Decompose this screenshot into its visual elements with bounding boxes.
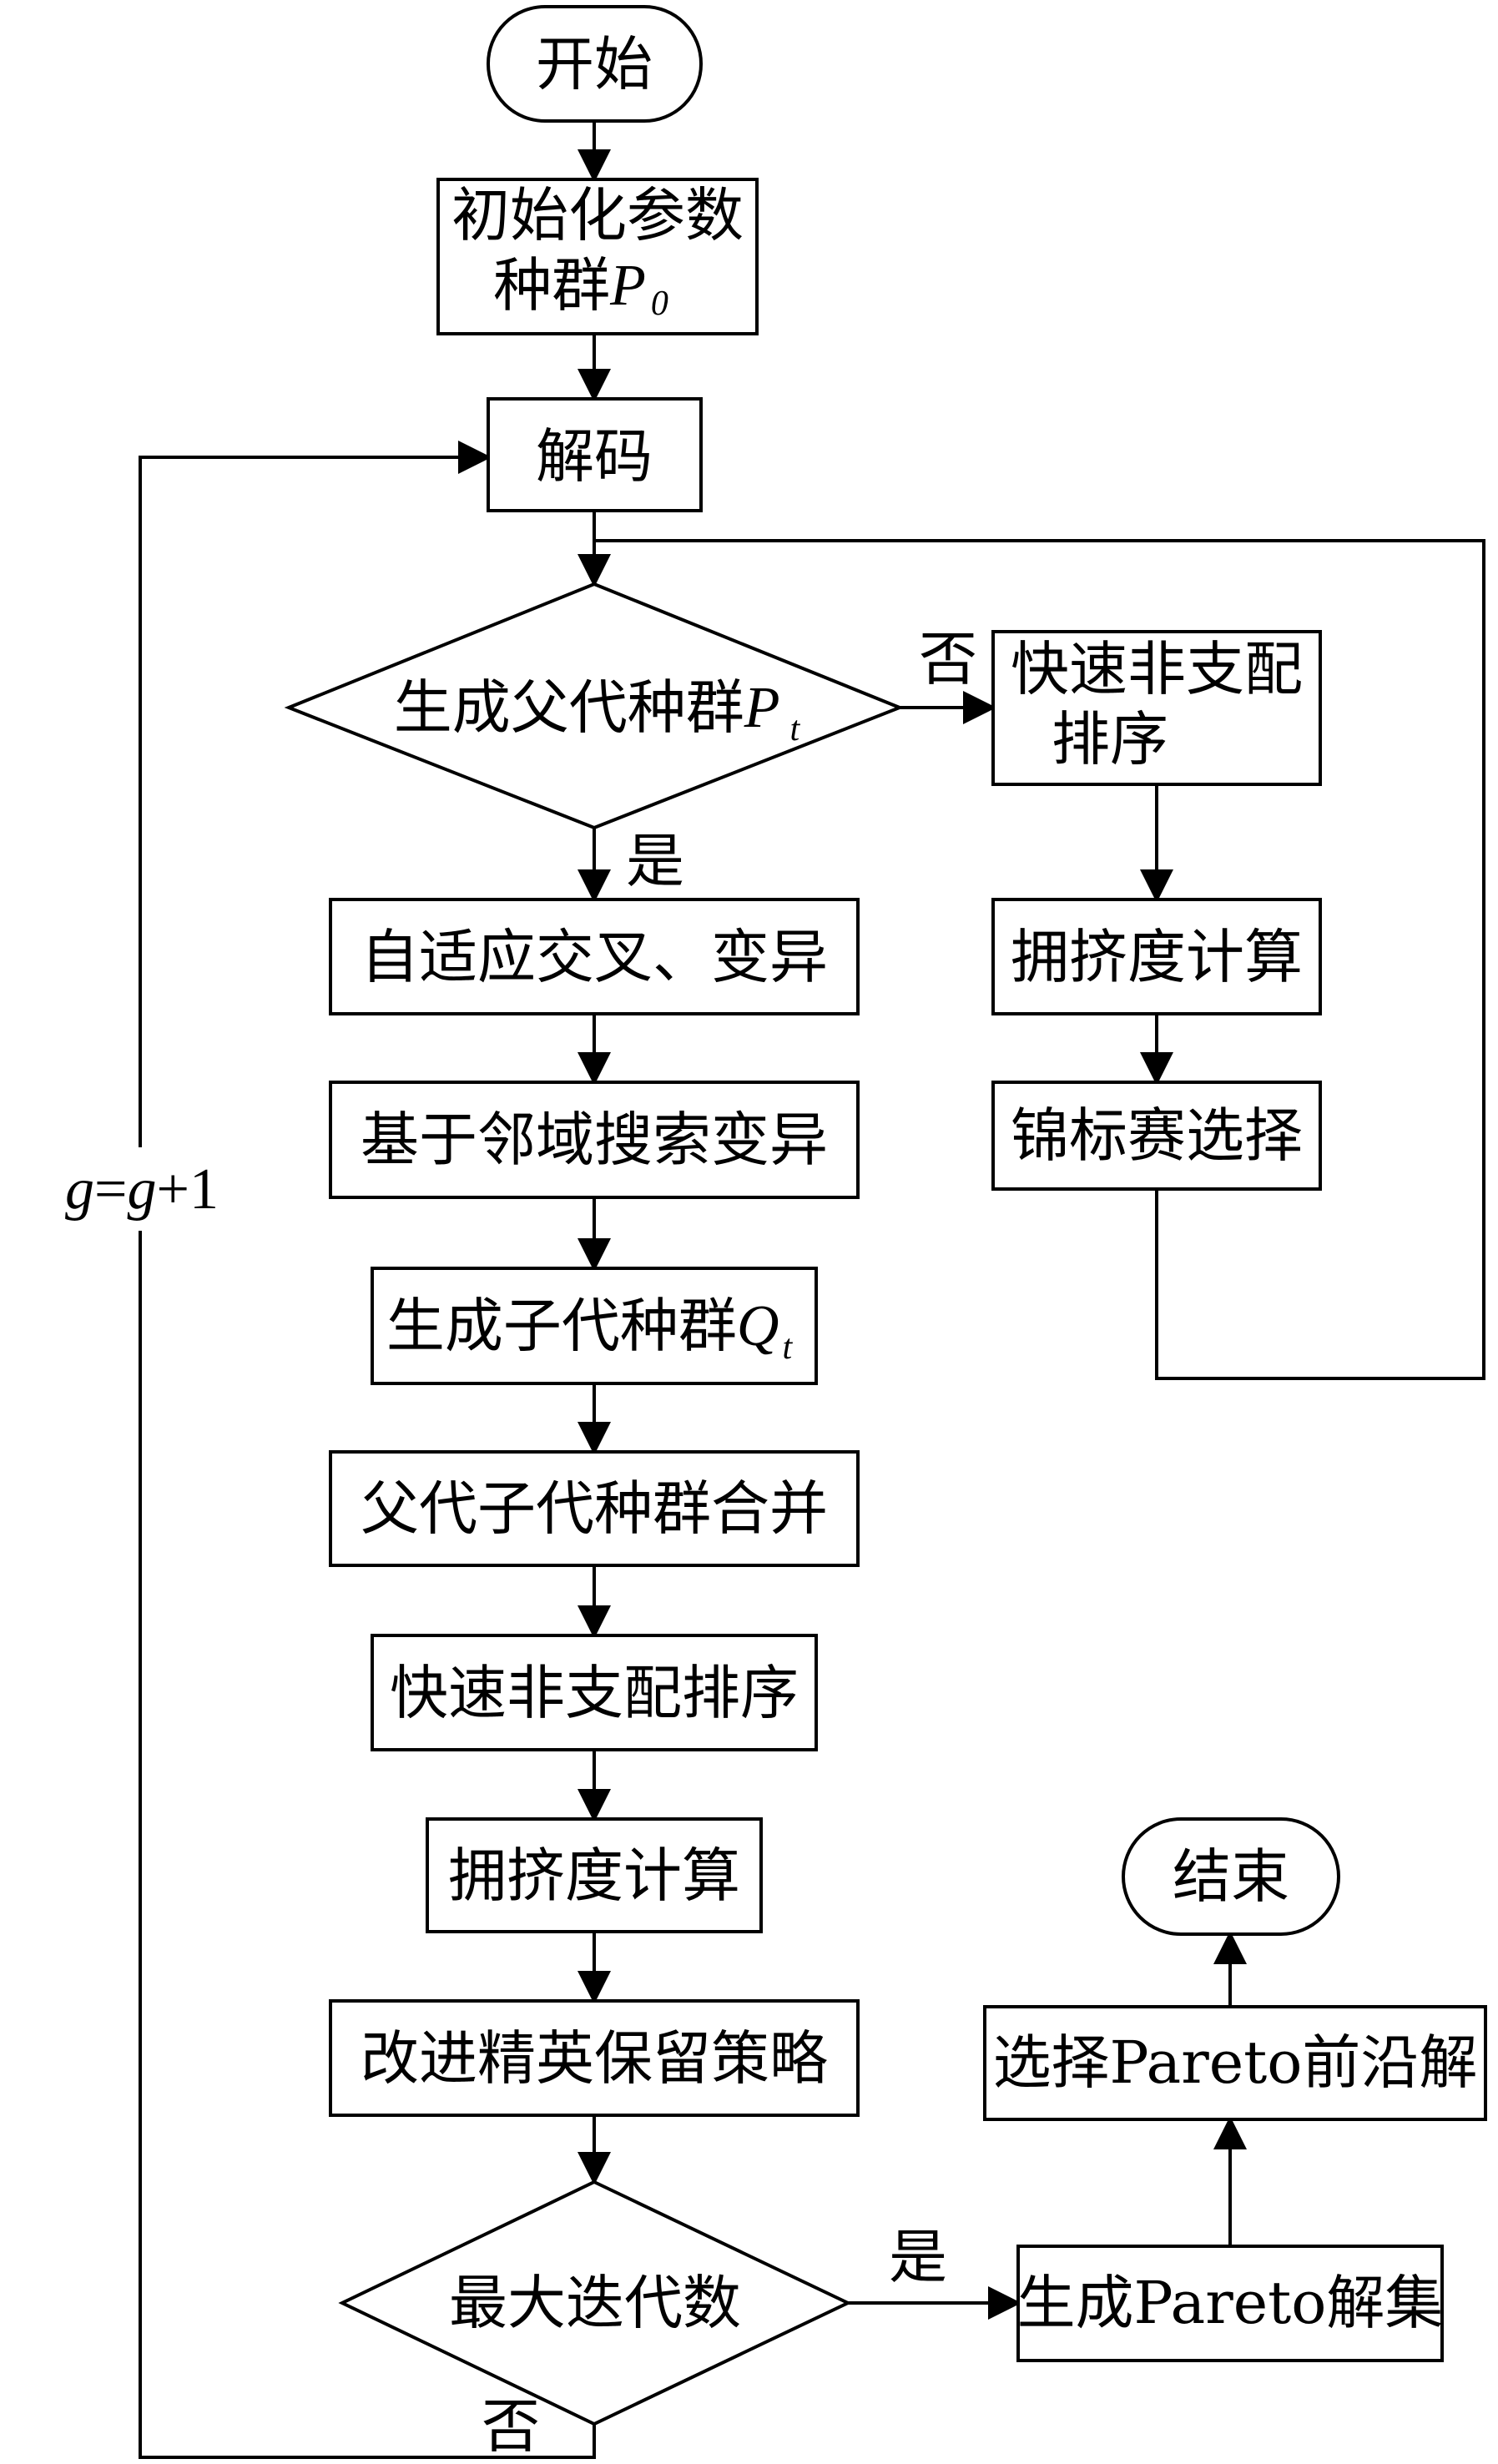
adaptive-label: 自适应交叉、变异 xyxy=(361,923,828,991)
crowd-label: 拥挤度计算 xyxy=(448,1842,740,1910)
merge-node: 父代子代种群合并 xyxy=(329,1450,860,1567)
pareto-front-node: 选择Pareto前沿解 xyxy=(983,2005,1487,2121)
neighbor-node: 基于邻域搜索变异 xyxy=(329,1081,860,1199)
decode-node: 解码 xyxy=(487,397,703,512)
merge-label: 父代子代种群合并 xyxy=(361,1474,828,1543)
connectors xyxy=(139,121,1485,2459)
edge-label-yes-top: 是 xyxy=(626,827,684,895)
start-label: 开始 xyxy=(536,30,653,98)
elite-label: 改进精英保留策略 xyxy=(361,2024,828,2093)
loop-counter-label: g=g+1 xyxy=(65,1157,219,1222)
edge-label-no-bottom: 否 xyxy=(482,2392,540,2461)
pareto-set-node: 生成Pareto解集 xyxy=(1016,2245,1444,2362)
adaptive-node: 自适应交叉、变异 xyxy=(329,898,860,1015)
decode-label: 解码 xyxy=(536,422,653,491)
right-crowd-label: 拥挤度计算 xyxy=(1011,923,1303,991)
child-label: 生成子代种群Qt xyxy=(386,1292,794,1367)
tournament-node: 锦标赛选择 xyxy=(991,1081,1322,1191)
edge-label-yes-bottom: 是 xyxy=(889,2223,947,2291)
neighbor-label: 基于邻域搜索变异 xyxy=(361,1106,828,1174)
loop-label-bg xyxy=(50,1147,242,1231)
pareto-front-label: 选择Pareto前沿解 xyxy=(993,2028,1478,2097)
edge-label-no-top: 否 xyxy=(919,625,977,693)
max-iter-label: 最大迭代数 xyxy=(449,2269,741,2337)
edge-loop-back xyxy=(139,441,596,2459)
max-iter-decision: 最大迭代数 xyxy=(338,2179,852,2426)
tournament-label: 锦标赛选择 xyxy=(1011,1101,1303,1170)
edge-right-loop xyxy=(594,539,1485,1380)
right-sort-label-line1: 快速非支配 xyxy=(1011,635,1303,703)
crowd-node: 拥挤度计算 xyxy=(426,1817,763,1933)
elite-node: 改进精英保留策略 xyxy=(329,1999,860,2117)
child-node: 生成子代种群Qt xyxy=(371,1267,818,1385)
fast-sort-node: 快速非支配排序 xyxy=(371,1634,818,1751)
fast-sort-label: 快速非支配排序 xyxy=(390,1659,799,1727)
right-crowd-node: 拥挤度计算 xyxy=(991,898,1322,1015)
end-label: 结束 xyxy=(1173,1842,1289,1911)
right-sort-label-line2: 排序 xyxy=(1052,705,1168,773)
right-sort-node: 快速非支配 排序 xyxy=(991,630,1322,786)
end-node: 结束 xyxy=(1122,1817,1340,1936)
init-label-line1: 初始化参数 xyxy=(451,181,744,249)
pareto-set-label: 生成Pareto解集 xyxy=(1017,2269,1444,2337)
start-node: 开始 xyxy=(487,5,703,123)
